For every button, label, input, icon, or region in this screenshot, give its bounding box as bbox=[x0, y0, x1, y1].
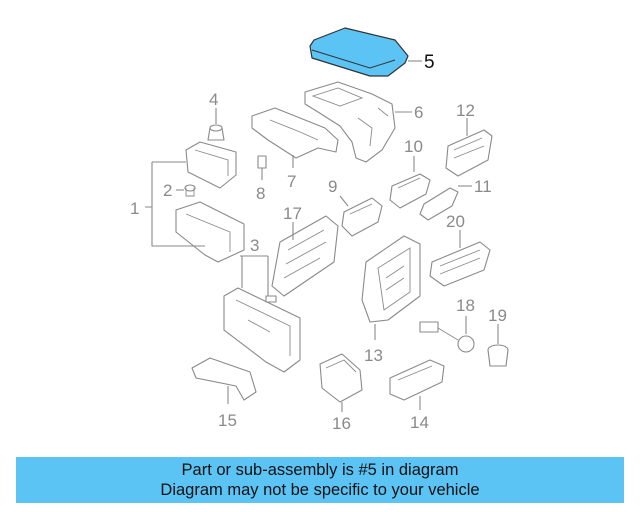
part-7-bezel bbox=[251, 107, 339, 159]
callout-11: 11 bbox=[474, 177, 492, 196]
callout-17: 17 bbox=[283, 204, 302, 223]
part-13-rear-panel bbox=[361, 235, 421, 323]
banner-line-2: Diagram may not be specific to your vehi… bbox=[160, 481, 480, 499]
leader-9 bbox=[339, 195, 349, 207]
part-11-cover bbox=[419, 187, 459, 221]
part-6-console-frame bbox=[304, 81, 396, 163]
callout-20: 20 bbox=[446, 212, 465, 231]
part-20-vent bbox=[429, 241, 491, 287]
callout-19: 19 bbox=[488, 306, 507, 325]
callout-13: 13 bbox=[364, 346, 383, 365]
callout-5: 5 bbox=[424, 52, 435, 73]
callout-1: 1 bbox=[130, 199, 139, 218]
callout-4: 4 bbox=[209, 90, 218, 109]
callout-9: 9 bbox=[328, 177, 337, 196]
callout-3: 3 bbox=[250, 236, 259, 255]
part-4-cap bbox=[207, 124, 225, 141]
callout-16: 16 bbox=[332, 414, 351, 433]
part-9-switch-panel bbox=[341, 197, 383, 237]
part-5-armrest-lid[interactable] bbox=[309, 27, 409, 77]
part-15-duct bbox=[191, 357, 257, 401]
parts-diagram: 5 6 4 7 8 1 2 bbox=[130, 27, 509, 433]
part-16-bin bbox=[319, 353, 363, 403]
part-19-cup bbox=[487, 344, 509, 367]
callout-8: 8 bbox=[256, 184, 265, 203]
info-banner: Part or sub-assembly is #5 in diagram Di… bbox=[16, 457, 624, 503]
callout-14: 14 bbox=[410, 413, 429, 432]
callout-2: 2 bbox=[163, 181, 172, 200]
callout-18: 18 bbox=[456, 296, 475, 315]
banner-line-1: Part or sub-assembly is #5 in diagram bbox=[181, 461, 459, 479]
callout-15: 15 bbox=[218, 411, 237, 430]
callout-12: 12 bbox=[456, 101, 475, 120]
part-8-clip bbox=[257, 155, 267, 169]
callout-6: 6 bbox=[414, 103, 423, 122]
part-12-switch bbox=[445, 129, 493, 177]
part-14-tray bbox=[389, 359, 445, 401]
leader-1 bbox=[145, 161, 205, 247]
part-18-socket bbox=[419, 321, 475, 353]
part-3-console-base bbox=[223, 287, 301, 373]
part-10-bezel bbox=[389, 173, 431, 209]
leader-3 bbox=[240, 255, 269, 296]
part-2-screw bbox=[184, 184, 196, 197]
callout-7: 7 bbox=[287, 172, 296, 191]
part-17-side-panel bbox=[271, 215, 339, 297]
part-1-cupholder bbox=[175, 141, 245, 263]
callout-10: 10 bbox=[404, 137, 423, 156]
